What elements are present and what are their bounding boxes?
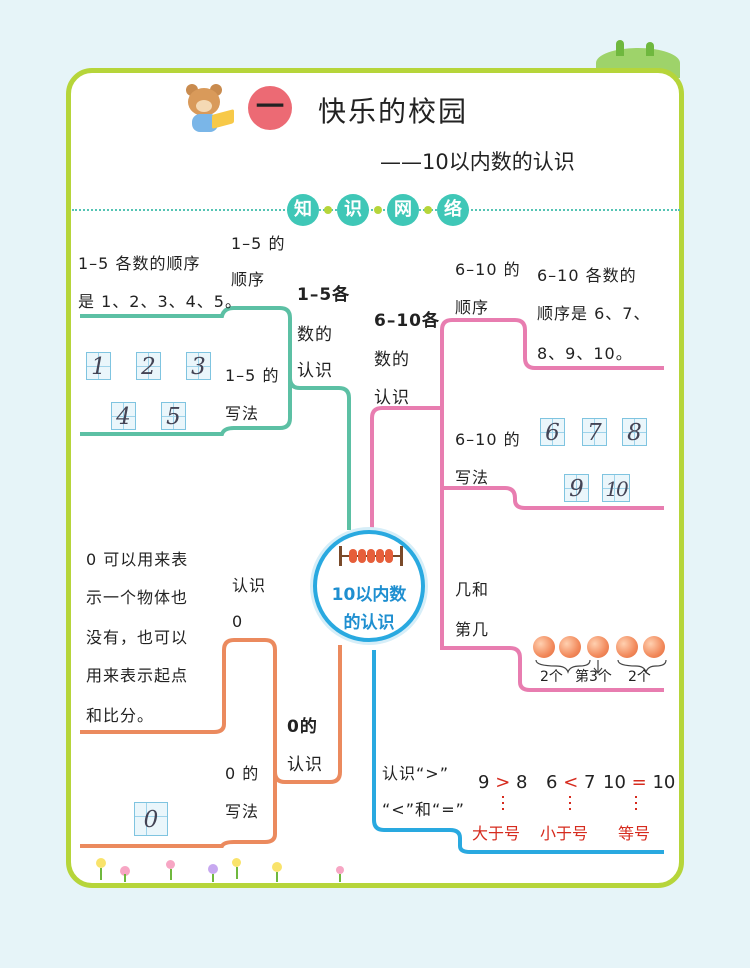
branch-0-title-2: 认识: [287, 755, 323, 775]
equal-sign: =: [631, 772, 647, 793]
center-title-line1: 10以内数: [331, 585, 407, 605]
writing-6-10-label-2: 写法: [455, 468, 490, 487]
ordinal-label-2: 第几: [455, 620, 490, 639]
order-6-10-label-2: 顺序: [455, 298, 490, 317]
know-0-text-3: 没有，也可以: [86, 628, 189, 647]
order-6-10-text-1: 6–10 各数的: [537, 266, 637, 285]
abacus-icon: [339, 546, 403, 566]
ordinal-left-count: 2个: [540, 669, 563, 685]
ordinal-arrow: [593, 660, 603, 674]
digit-7: 7: [582, 418, 607, 446]
digit-0: 0: [134, 802, 168, 836]
digit-2: 2: [136, 352, 161, 380]
know-0-text-4: 用来表示起点: [86, 666, 189, 685]
know-0-label-2: 0: [232, 612, 244, 631]
compare-2-name: 小于号: [540, 824, 589, 843]
digit-4: 4: [111, 402, 136, 430]
writing-6-10-label-1: 6–10 的: [455, 430, 521, 449]
writing-0-label-2: 写法: [225, 802, 260, 821]
banner-char-luo: 络: [437, 194, 469, 226]
compare-3-left: 10: [603, 772, 626, 793]
know-0-text-5: 和比分。: [86, 706, 155, 725]
less-than-sign: <: [563, 772, 579, 793]
know-0-text-1: 0 可以用来表: [86, 550, 189, 569]
compare-label-2: “<”和“=”: [382, 800, 465, 819]
banner-dot: [374, 206, 382, 214]
ordinal-brace-left: [535, 659, 591, 674]
branch-0-title-1: 0的: [287, 717, 318, 737]
compare-3-right: 10: [652, 772, 676, 793]
flowers-decoration: [96, 856, 356, 882]
ball-3: [587, 636, 609, 658]
unit-number-badge: 一: [248, 86, 292, 130]
branch-line-0-writing: [80, 770, 277, 848]
compare-1-name: 大于号: [472, 824, 521, 843]
branch-line-6-10: [370, 318, 664, 530]
bear-reading-icon: [182, 84, 238, 134]
branch-6-10-title-1: 6–10各: [374, 311, 440, 331]
ball-5: [643, 636, 665, 658]
digit-1: 1: [86, 352, 111, 380]
ordinal-label-1: 几和: [455, 580, 490, 599]
writing-1-5-label-2: 写法: [225, 404, 260, 423]
digit-8: 8: [622, 418, 647, 446]
compare-1-right: 8: [516, 772, 528, 793]
order-1-5-text-2: 是 1、2、3、4、5。: [78, 292, 242, 311]
know-0-label-1: 认识: [232, 576, 267, 595]
branch-line-ordinal: [440, 480, 664, 692]
compare-example-2: 6 < 7: [546, 772, 595, 793]
digit-9: 9: [564, 474, 589, 502]
ordinal-brace-right: [617, 659, 667, 674]
order-6-10-label-1: 6–10 的: [455, 260, 521, 279]
branch-6-10-title-3: 认识: [374, 388, 410, 408]
ball-1: [533, 636, 555, 658]
digit-6: 6: [540, 418, 565, 446]
know-0-text-2: 示一个物体也: [86, 588, 189, 607]
compare-1-left: 9: [478, 772, 490, 793]
writing-0-label-1: 0 的: [225, 764, 260, 783]
order-6-10-text-3: 8、9、10。: [537, 344, 633, 363]
digit-10: 10: [602, 474, 630, 502]
branch-line-compare: [372, 650, 664, 854]
branch-line-0: [80, 638, 342, 784]
compare-2-right: 7: [584, 772, 596, 793]
branch-1-5-title-3: 认识: [297, 361, 333, 381]
digit-3: 3: [186, 352, 211, 380]
compare-example-1: 9 > 8: [478, 772, 527, 793]
center-node: 10以内数 的认识: [313, 530, 425, 642]
ball-4: [616, 636, 638, 658]
banner-char-shi: 识: [337, 194, 369, 226]
branch-line-6-10-writing: [440, 400, 664, 510]
order-1-5-label-2: 顺序: [231, 270, 266, 289]
compare-example-3: 10 = 10: [603, 772, 675, 793]
compare-3-name: 等号: [618, 824, 651, 843]
branch-line-1-5: [80, 306, 351, 530]
branch-line-1-5-writing: [80, 360, 292, 436]
order-6-10-text-2: 顺序是 6、7、: [537, 304, 651, 323]
ball-2: [559, 636, 581, 658]
branch-6-10-title-2: 数的: [374, 350, 410, 370]
digit-5: 5: [161, 402, 186, 430]
branch-1-5-title-2: 数的: [297, 325, 333, 345]
compare-2-left: 6: [546, 772, 558, 793]
order-1-5-text-1: 1–5 各数的顺序: [78, 254, 201, 273]
compare-label-1: 认识“>”: [382, 764, 449, 783]
center-title-line2: 的认识: [343, 613, 395, 633]
greater-than-sign: >: [495, 772, 511, 793]
ordinal-mid-position: 第3个: [575, 669, 612, 685]
order-1-5-label-1: 1–5 的: [231, 234, 286, 253]
banner-dot: [324, 206, 332, 214]
banner-char-wang: 网: [387, 194, 419, 226]
banner-dot: [424, 206, 432, 214]
banner-char-zhi: 知: [287, 194, 319, 226]
writing-1-5-label-1: 1–5 的: [225, 366, 280, 385]
ordinal-right-count: 2个: [628, 669, 651, 685]
unit-subtitle: ——10以内数的认识: [380, 150, 575, 174]
unit-title: 快乐的校园: [318, 95, 469, 128]
branch-1-5-title-1: 1–5各: [297, 285, 351, 305]
